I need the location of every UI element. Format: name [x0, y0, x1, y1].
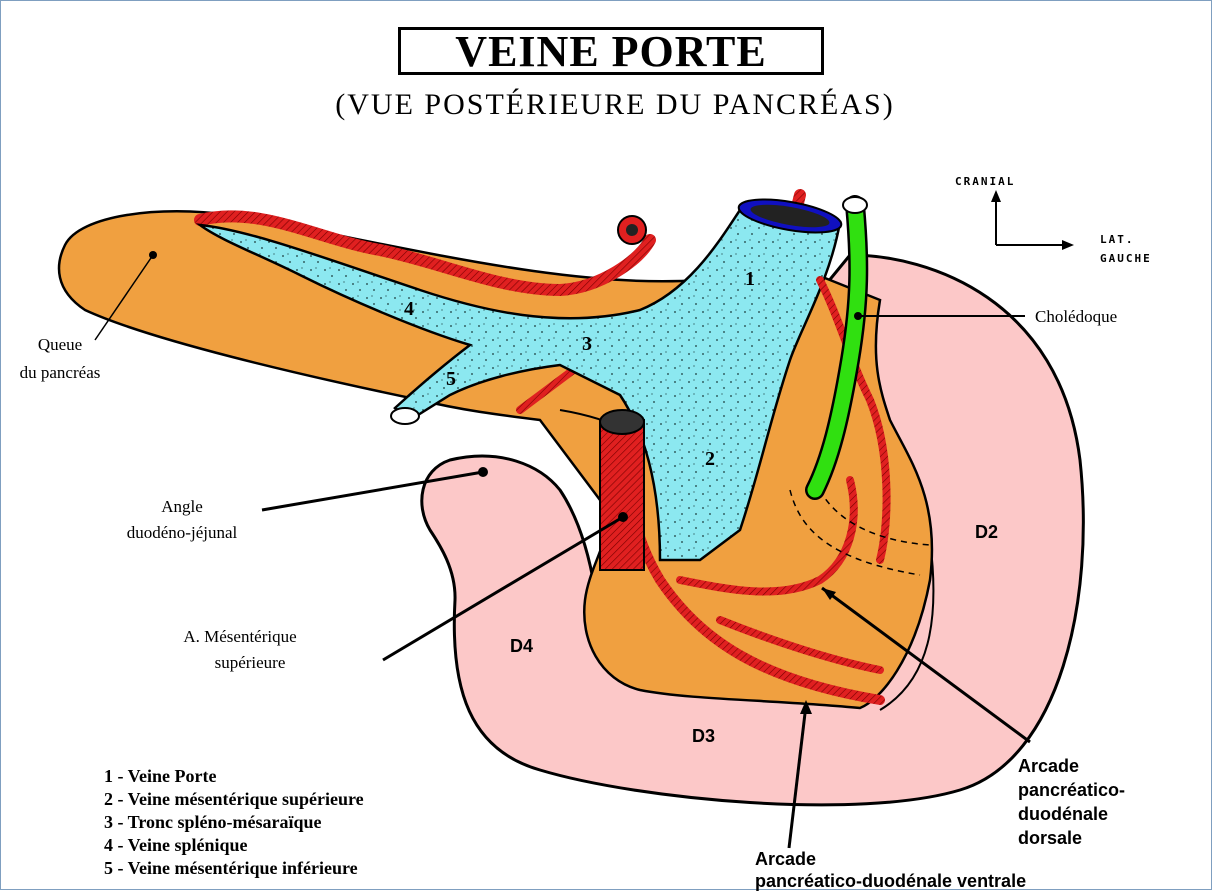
- label-ams-1: A. Mésentérique: [183, 627, 296, 646]
- lateral-label-1: LAT.: [1100, 233, 1135, 246]
- lateral-arrowhead: [1062, 240, 1074, 250]
- leader-ams-dot: [618, 512, 628, 522]
- legend-item-3: 3 - Tronc spléno-mésaraïque: [104, 812, 322, 832]
- sma-trunk: [600, 420, 644, 570]
- label-queue-1: Queue: [38, 335, 82, 354]
- imv-opening: [391, 408, 419, 424]
- label-d4: D4: [510, 636, 533, 656]
- cranial-label: CRANIAL: [955, 175, 1015, 188]
- artery-stump-lumen: [626, 224, 638, 236]
- label-ams-2: supérieure: [215, 653, 286, 672]
- leader-choledoque-dot: [854, 312, 862, 320]
- label-choledoque: Cholédoque: [1035, 307, 1117, 326]
- leader-queue-dot: [149, 251, 157, 259]
- sma-opening: [600, 410, 644, 434]
- number-2: 2: [705, 448, 715, 470]
- label-d2: D2: [975, 522, 998, 542]
- label-arc-dorsale-2: pancréatico-: [1018, 780, 1125, 800]
- number-1: 1: [745, 268, 755, 290]
- label-arc-ventrale-1: Arcade: [755, 849, 816, 869]
- label-queue-2: du pancréas: [20, 363, 101, 382]
- number-4: 4: [404, 298, 414, 320]
- label-angle-2: duodéno-jéjunal: [127, 523, 238, 542]
- number-5: 5: [446, 368, 456, 390]
- label-angle-1: Angle: [161, 497, 203, 516]
- label-arc-dorsale-4: dorsale: [1018, 828, 1082, 848]
- label-arc-dorsale-1: Arcade: [1018, 756, 1079, 776]
- number-3: 3: [582, 333, 592, 355]
- label-d3: D3: [692, 726, 715, 746]
- bile-duct-opening: [843, 197, 867, 213]
- label-arc-ventrale-2: pancréatico-duodénale ventrale: [755, 871, 1026, 891]
- legend-item-2: 2 - Veine mésentérique supérieure: [104, 789, 364, 809]
- legend-item-4: 4 - Veine splénique: [104, 835, 248, 855]
- leader-angle-dot: [478, 467, 488, 477]
- legend-item-5: 5 - Veine mésentérique inférieure: [104, 858, 358, 878]
- cranial-arrowhead: [991, 190, 1001, 202]
- legend-item-1: 1 - Veine Porte: [104, 766, 216, 786]
- label-arc-dorsale-3: duodénale: [1018, 804, 1108, 824]
- lateral-label-2: GAUCHE: [1100, 252, 1152, 265]
